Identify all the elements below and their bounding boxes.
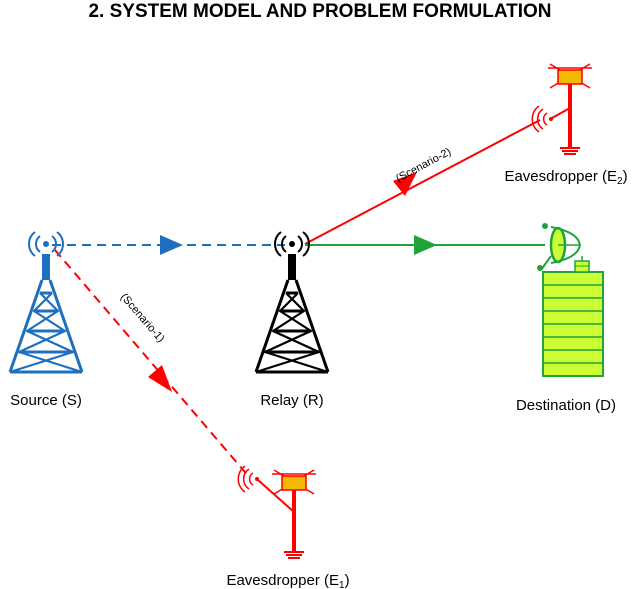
arrow-icon — [160, 235, 183, 255]
destination-building-icon — [542, 256, 604, 377]
eavesdropper-1-label: Eavesdropper (E1) — [226, 572, 349, 589]
scenario1-label: (Scenario-1) — [118, 291, 167, 345]
source-label: Source (S) — [10, 392, 82, 409]
satellite-dish-icon — [537, 223, 582, 271]
eavesdropper-2-icon — [531, 63, 592, 155]
eavesdropper-1-icon — [237, 465, 316, 559]
destination-label: Destination (D) — [516, 397, 616, 414]
scenario1-link: (Scenario-1) — [54, 249, 251, 479]
arrow-icon — [393, 172, 417, 196]
scenario2-label: (Scenario-2) — [394, 146, 453, 185]
arrow-icon — [148, 365, 172, 392]
arrow-icon — [414, 235, 437, 255]
source-tower-icon — [8, 231, 84, 374]
source-relay-link — [52, 235, 285, 255]
page-title: 2. SYSTEM MODEL AND PROBLEM FORMULATION — [88, 1, 551, 22]
relay-destination-link — [305, 235, 545, 255]
relay-label: Relay (R) — [260, 392, 323, 409]
relay-tower-icon — [254, 231, 330, 374]
eavesdropper-2-label: Eavesdropper (E2) — [504, 168, 627, 187]
